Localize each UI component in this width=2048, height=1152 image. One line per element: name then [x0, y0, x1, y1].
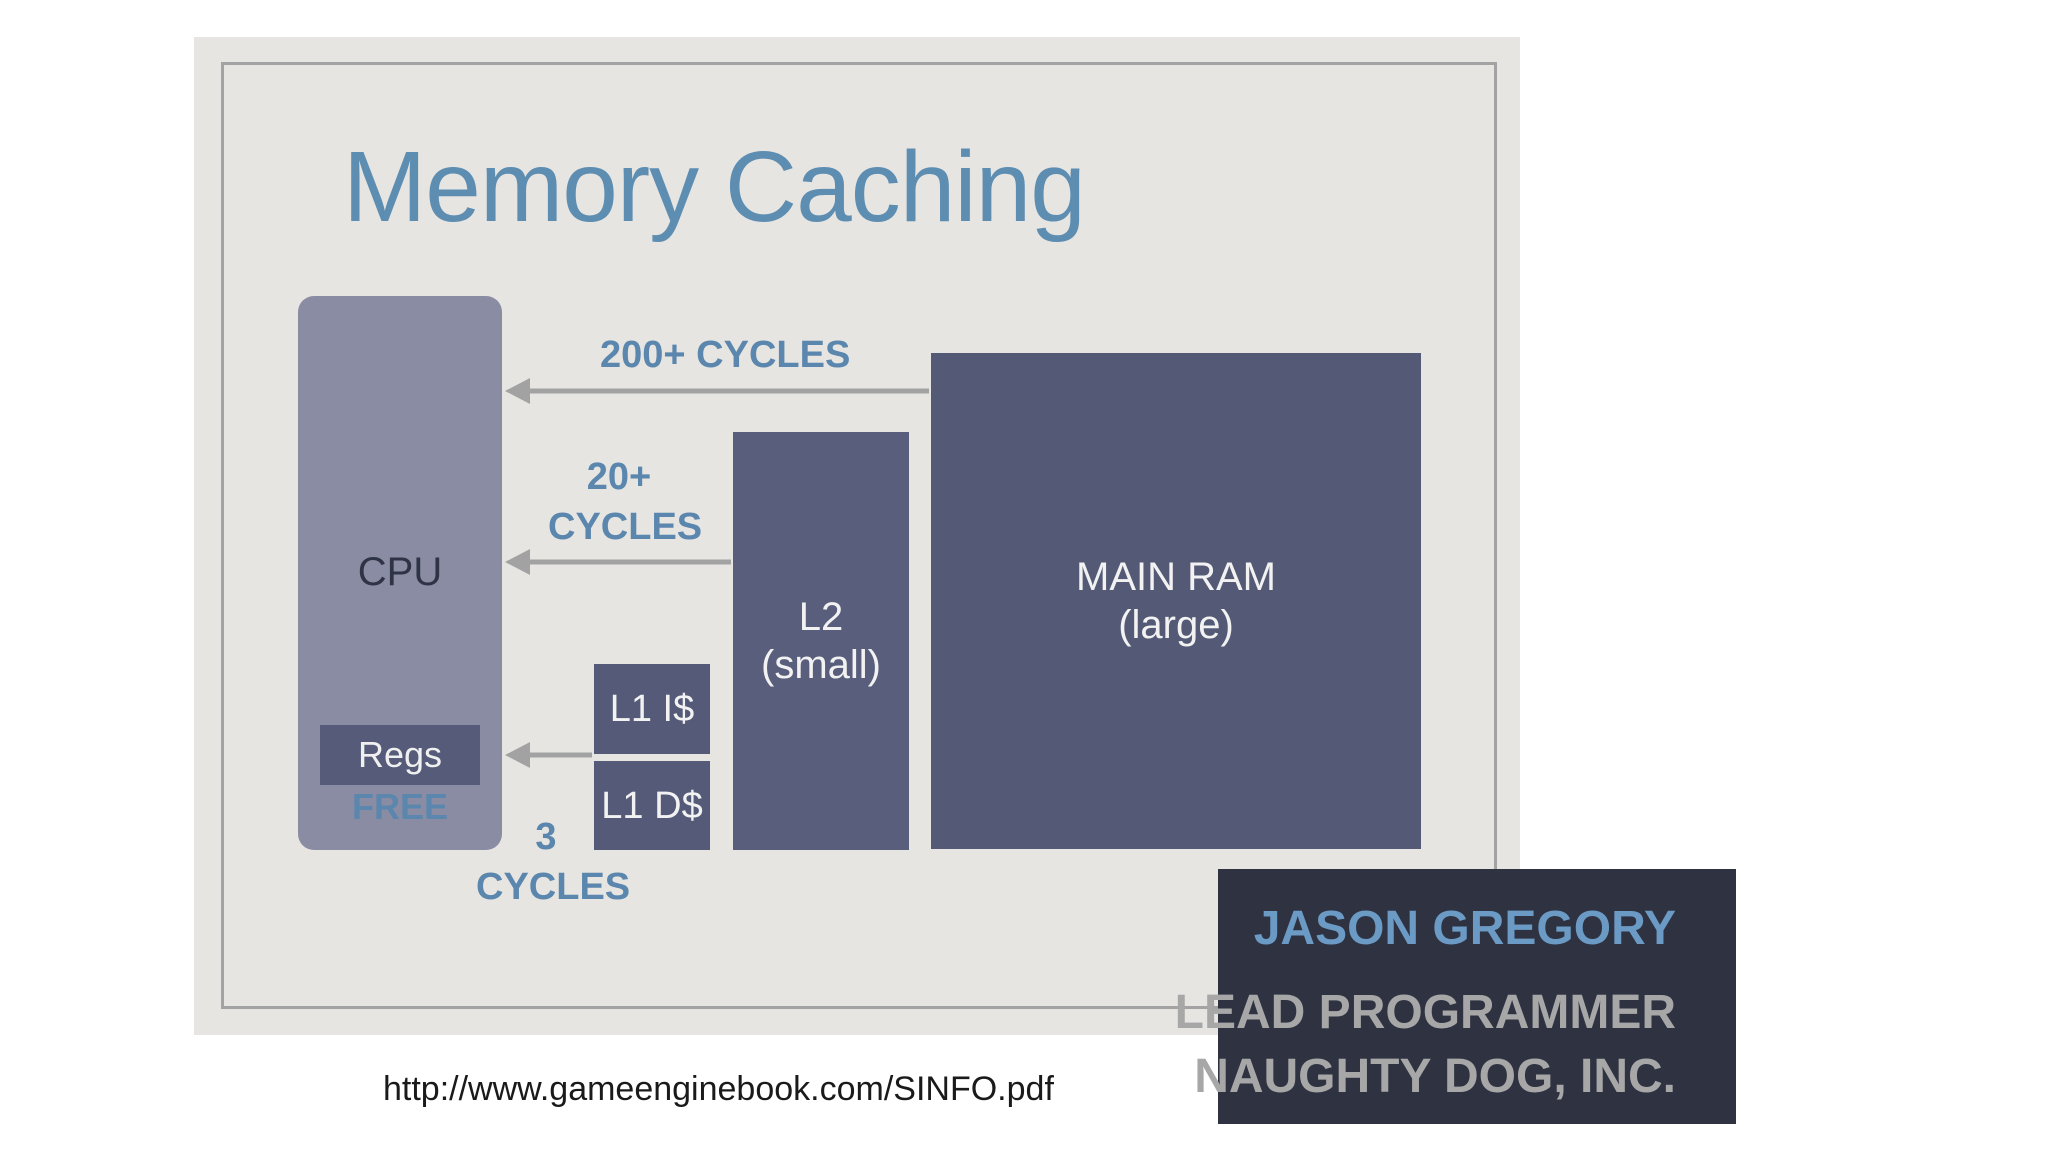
speaker-role: LEAD PROGRAMMER	[1174, 986, 1676, 1039]
l2-latency-value: 20+	[586, 456, 652, 498]
registers-latency-label: FREE	[351, 786, 448, 827]
source-url[interactable]: http://www.gameenginebook.com/SINFO.pdf	[383, 1070, 1054, 1108]
l1-to-registers-arrow	[505, 742, 592, 768]
registers-block: Regs	[320, 725, 480, 785]
speaker-name: JASON GREGORY	[1253, 902, 1676, 955]
l1-data-cache-label: L1 D$	[601, 784, 703, 827]
main-ram-label: MAIN RAM	[1076, 555, 1276, 599]
slide-border	[221, 62, 1497, 1009]
speaker-card: JASON GREGORY LEAD PROGRAMMER NAUGHTY DO…	[1175, 869, 1736, 1124]
ram-to-cpu-arrow	[505, 378, 929, 404]
cpu-label: CPU	[357, 550, 443, 594]
l1-instruction-cache-label: L1 I$	[609, 688, 695, 730]
l2-cache-block: L2 (small)	[733, 432, 909, 850]
ram-latency-label: 200+ CYCLES	[600, 330, 850, 380]
ram-latency-text: 200+ CYCLES	[600, 334, 851, 376]
l1-instruction-cache-block: L1 I$	[594, 664, 710, 754]
l2-latency-unit: CYCLES	[548, 506, 703, 548]
l2-latency-label: 20+ CYCLES	[548, 452, 703, 552]
main-ram-block: MAIN RAM (large)	[931, 353, 1421, 849]
l1-latency-unit: CYCLES	[476, 866, 631, 908]
registers-label: Regs	[357, 734, 443, 775]
slide-title: Memory Caching	[343, 131, 1086, 243]
speaker-company: NAUGHTY DOG, INC.	[1194, 1050, 1676, 1103]
l1-latency-value: 3	[535, 816, 557, 858]
l1-data-cache-block: L1 D$	[594, 761, 710, 850]
l2-cache-label: L2	[798, 595, 844, 639]
l1-latency-label: 3 CYCLES	[476, 812, 631, 912]
l2-to-cpu-arrow	[505, 549, 731, 575]
main-ram-size-label: (large)	[1118, 603, 1234, 647]
l2-cache-size-label: (small)	[761, 643, 881, 687]
